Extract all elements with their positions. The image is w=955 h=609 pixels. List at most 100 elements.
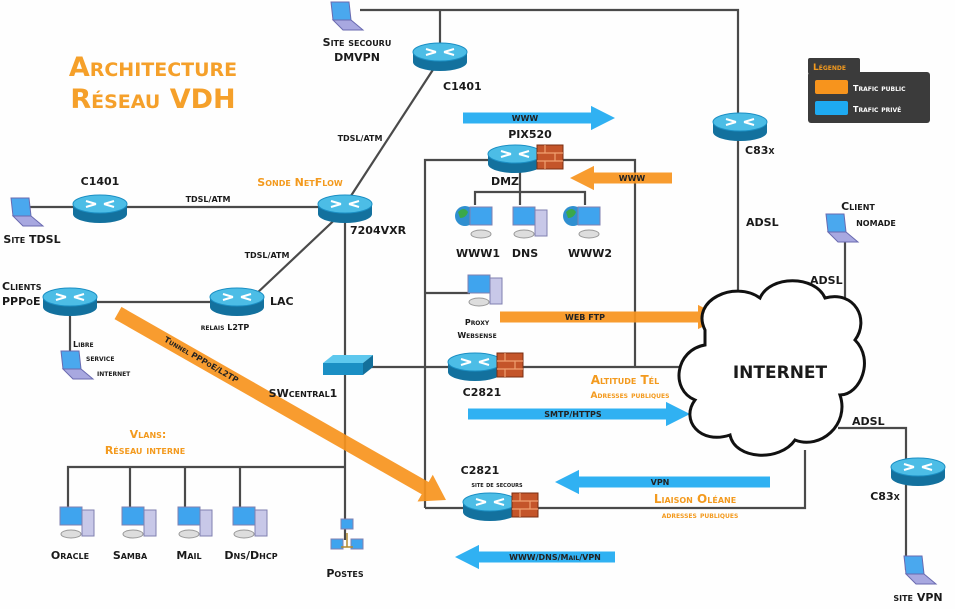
legend-label-public: Trafic public <box>853 84 906 93</box>
node-labels: Site secouru DMVPN C1401 C1401 Site TDSL… <box>2 36 943 604</box>
label-postes: Postes <box>326 567 364 580</box>
label-adsl-c83x: ADSL <box>746 216 779 229</box>
label-7204vxr: 7204VXR <box>350 224 407 237</box>
monitor <box>121 506 145 526</box>
label-clients: Clients <box>2 280 42 293</box>
router-arrows <box>55 293 85 301</box>
web-server-icon[interactable] <box>563 206 601 239</box>
server-icon[interactable] <box>232 506 268 539</box>
legend-tab <box>808 58 860 74</box>
server-icon[interactable] <box>177 506 213 539</box>
laptop-keyboard <box>826 231 860 243</box>
router-top <box>447 352 503 372</box>
server-icon[interactable] <box>467 274 503 307</box>
label-c1401-top: C1401 <box>443 80 482 93</box>
switch-side <box>363 355 373 375</box>
arrow-vpn: VPN <box>555 469 770 495</box>
label-internet-libre: internet <box>97 369 131 378</box>
link-labels: TDSL/ATM TDSL/ATM TDSL/ATM ADSL ADSL ADS… <box>186 134 885 428</box>
server-icon[interactable] <box>59 506 95 539</box>
laptop-icon[interactable] <box>825 213 860 243</box>
legend-swatch-public <box>815 80 848 94</box>
label-service: service <box>86 354 114 363</box>
label-c83x-top: C83x <box>745 144 775 157</box>
workstation-links <box>341 533 353 548</box>
label-relais-l2tp: relais L2TP <box>201 323 250 332</box>
label-dmz: DMZ <box>491 175 519 188</box>
laptop-screen <box>10 197 32 217</box>
switch-top <box>323 355 373 363</box>
internet-label: INTERNET <box>733 363 828 383</box>
monitor <box>469 206 493 226</box>
server-icon[interactable] <box>512 206 548 239</box>
laptop-icon[interactable] <box>10 197 45 227</box>
firewall-bricks <box>537 145 563 169</box>
router-arrows <box>222 293 252 301</box>
laptop-screen <box>903 555 925 575</box>
label-libre: Libre <box>73 340 94 349</box>
laptop-icon[interactable] <box>330 1 365 31</box>
router-top <box>412 42 468 62</box>
label-adsl-vpn: ADSL <box>852 415 885 428</box>
arrow-www-in: WWW <box>570 165 672 191</box>
server-icon[interactable] <box>121 506 157 539</box>
router-arrows <box>725 118 755 126</box>
legend-label-private: Trafic privé <box>853 105 901 114</box>
router-icon[interactable] <box>42 287 98 316</box>
router-arrows <box>330 200 360 208</box>
label-swcentral1: SWcentral1 <box>269 387 338 400</box>
monitor <box>177 506 201 526</box>
router-firewall-icon[interactable] <box>462 492 539 521</box>
label-dns-dhcp: Dns/Dhcp <box>224 549 277 562</box>
laptop-icon[interactable] <box>903 555 938 585</box>
router-icon[interactable] <box>72 194 128 223</box>
label-liaison-oleane: Liaison Oléane <box>654 492 736 506</box>
label-www2: WWW2 <box>568 247 612 260</box>
label-site-secouru-2: DMVPN <box>334 51 380 64</box>
router-icon[interactable] <box>890 457 946 486</box>
server-tower <box>534 209 548 237</box>
monitor <box>59 506 83 526</box>
switch-icon[interactable] <box>323 355 373 375</box>
laptop-keyboard <box>904 573 938 585</box>
legend-box <box>808 72 930 123</box>
arrow-shape <box>500 304 722 330</box>
laptop-icon[interactable] <box>60 350 95 380</box>
router-firewall-icon[interactable] <box>487 144 564 173</box>
router-arrows <box>903 463 933 471</box>
router-arrows <box>85 200 115 208</box>
router-icon[interactable] <box>209 287 265 316</box>
label-lac: LAC <box>270 295 294 308</box>
router-top <box>890 457 946 477</box>
monitor-stand <box>122 529 144 539</box>
router-arrows <box>460 358 490 366</box>
title-line1: Architecture <box>69 52 237 83</box>
server-tower <box>489 277 503 305</box>
router-icon[interactable] <box>712 112 768 141</box>
arrow-shape <box>555 469 770 495</box>
server-tower <box>143 509 157 537</box>
label-tdsl-left: TDSL/ATM <box>186 195 231 204</box>
link-vpn <box>838 426 908 570</box>
monitor-stand <box>578 229 600 239</box>
router-top <box>42 287 98 307</box>
workstations-icon[interactable] <box>330 518 364 550</box>
server-tower <box>199 509 213 537</box>
web-server-icon[interactable] <box>455 206 493 239</box>
router-top <box>72 194 128 214</box>
firewall-icon <box>536 144 564 170</box>
router-icon[interactable] <box>412 42 468 71</box>
router-icon[interactable] <box>317 194 373 223</box>
internet-cloud[interactable]: INTERNET <box>677 279 866 457</box>
monitor-stand <box>468 297 490 307</box>
router-firewall-icon[interactable] <box>447 352 524 381</box>
router-arrows <box>475 498 505 506</box>
router-arrows <box>425 48 455 56</box>
arrow-label: WWW/DNS/Mail/VPN <box>509 553 601 562</box>
label-www1: WWW1 <box>456 247 500 260</box>
label-pix520: PIX520 <box>508 128 552 141</box>
arrow-smtp: SMTP/HTTPS <box>468 401 690 427</box>
router-top <box>209 287 265 307</box>
arrow-www-out: WWW <box>463 105 615 131</box>
label-altitude-tel: Altitude Tél <box>591 373 659 387</box>
